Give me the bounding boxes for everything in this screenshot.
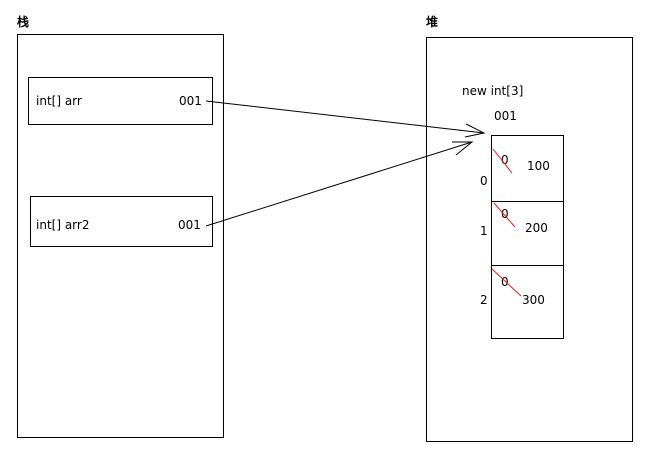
array-index-2: 2 <box>480 293 488 307</box>
heap-address: 001 <box>494 109 517 123</box>
heap-title: 堆 <box>426 15 439 29</box>
heap-object-label: new int[3] <box>462 84 524 98</box>
array-cell-0: 0 100 <box>492 136 563 201</box>
stack-var-arr: int[] arr 001 <box>28 77 213 125</box>
array-index-0: 0 <box>480 174 488 188</box>
stack-var-value: 001 <box>179 94 202 108</box>
cell-old-value: 0 <box>501 153 509 167</box>
array-cell-2: 0 300 <box>492 265 563 340</box>
stack-title: 栈 <box>17 15 30 29</box>
array-cell-1: 0 200 <box>492 201 563 265</box>
stack-var-name: int[] arr <box>36 94 82 108</box>
array-index-1: 1 <box>480 224 488 238</box>
stack-var-arr2: int[] arr2 001 <box>30 196 213 247</box>
cell-old-value: 0 <box>501 207 509 221</box>
stack-var-value: 001 <box>178 218 201 232</box>
cell-value: 300 <box>522 293 545 307</box>
cell-value: 200 <box>525 221 548 235</box>
heap-array: 0 100 0 200 0 300 <box>491 135 564 339</box>
stack-var-name: int[] arr2 <box>36 218 90 232</box>
cell-old-value: 0 <box>501 275 509 289</box>
cell-value: 100 <box>527 159 550 173</box>
